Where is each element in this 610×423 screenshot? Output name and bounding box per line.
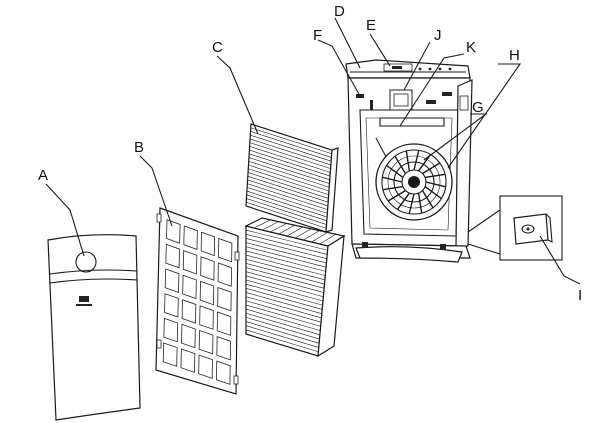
control-panel: [383, 63, 452, 72]
pleat-lines-thick: [245, 219, 336, 353]
grid-cell: [165, 243, 180, 269]
grid-cell: [183, 225, 198, 250]
callout-i: I: [578, 287, 582, 304]
purifier-housing: [345, 59, 473, 263]
grid-cell: [182, 250, 198, 275]
callout-g: G: [472, 99, 484, 116]
grid-cell: [166, 219, 181, 244]
leader-lines: [45, 17, 581, 285]
grid-cell: [164, 268, 180, 293]
detail-inset: [467, 195, 563, 261]
grid-cell: [218, 237, 233, 263]
fan-assembly: [375, 143, 453, 221]
grid-cell: [199, 305, 214, 330]
grid-cell: [163, 317, 179, 343]
front-cover-panel: [47, 234, 141, 421]
frame-clips: [156, 213, 240, 385]
callout-e: E: [366, 17, 376, 34]
pleat-lines-thin: [246, 127, 332, 229]
grid-cell: [181, 323, 196, 349]
grid-cell: [217, 286, 232, 312]
callout-f: F: [313, 27, 322, 44]
grid-cell: [198, 354, 213, 379]
callout-j: J: [434, 27, 442, 44]
callout-b: B: [134, 139, 144, 156]
pleated-filter-thick: [244, 217, 346, 358]
callout-k: K: [466, 39, 476, 56]
callout-c: C: [212, 39, 223, 56]
grid-cell: [216, 311, 232, 336]
prefilter-grid-frame: [155, 207, 240, 395]
grid-cell: [162, 342, 178, 367]
prefilter-grid-cells: [162, 219, 233, 385]
callout-h: H: [509, 47, 520, 64]
pleated-filter-thin: [245, 123, 339, 233]
grid-cell: [181, 299, 197, 324]
grid-cell: [164, 293, 179, 318]
callout-a: A: [38, 167, 48, 184]
grid-cell: [199, 280, 215, 306]
callout-d: D: [334, 3, 345, 20]
grid-cell: [182, 274, 197, 300]
grid-cell: [200, 231, 216, 257]
grid-cell: [217, 262, 232, 287]
brand-logo-icon: [76, 296, 92, 306]
grid-cell: [216, 360, 231, 385]
callout-labels: A B C D E F G H I J K: [38, 3, 582, 304]
grid-cell: [198, 329, 214, 355]
grid-cell: [216, 336, 231, 361]
grid-cell: [180, 348, 196, 373]
grid-cell: [200, 256, 215, 281]
